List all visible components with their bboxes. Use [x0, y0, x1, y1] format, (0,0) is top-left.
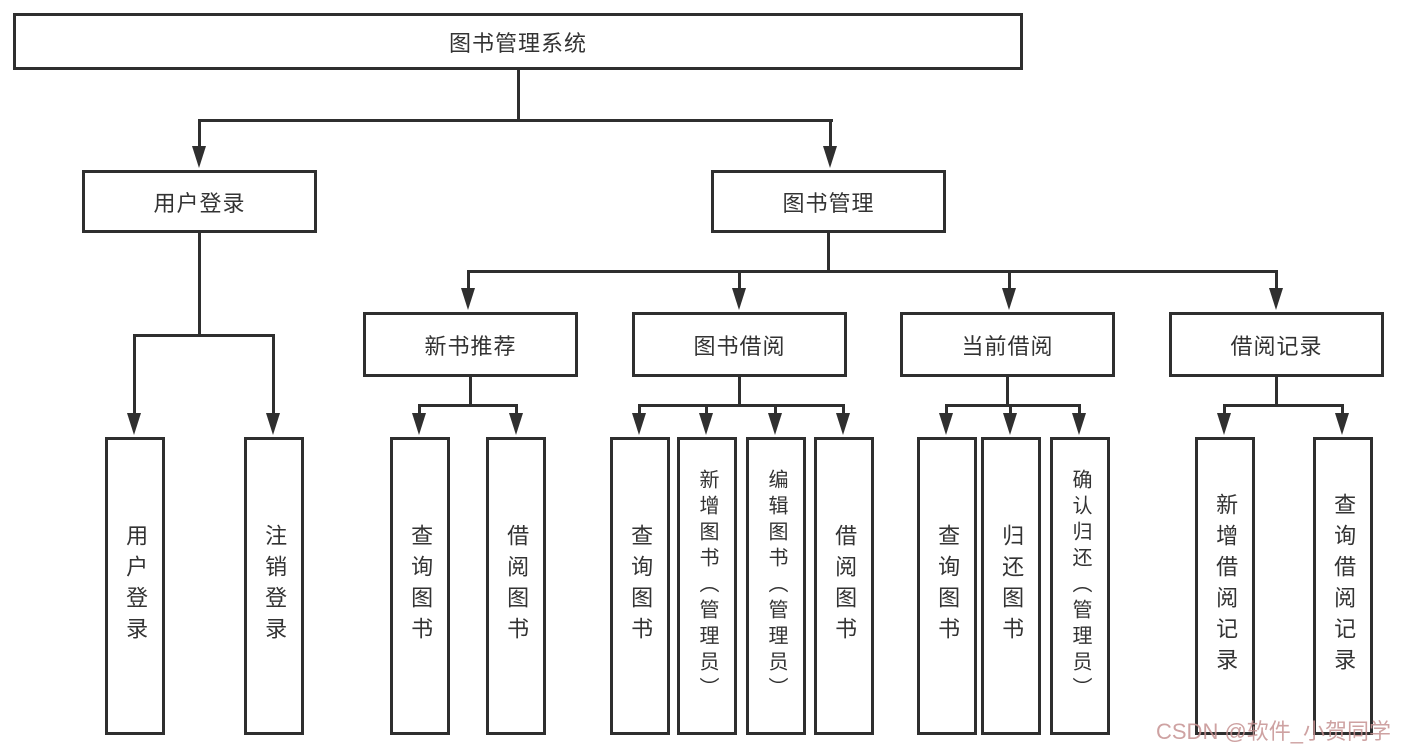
node-user-login: 用户登录: [82, 170, 317, 233]
connector-book-mgmt-arm-2: [738, 270, 741, 292]
arrowhead-icon: [412, 413, 426, 435]
connector-root-arm-left: [198, 119, 201, 150]
connector-records-arm-1: [1223, 404, 1226, 418]
connector-borrowing-stem: [738, 377, 741, 406]
connector-new-book-arm-1: [418, 404, 421, 418]
connector-borrowing-arm-1: [638, 404, 641, 418]
connector-book-mgmt-bar: [467, 270, 1278, 273]
leaf-query-borrow-record: 查询借阅记录: [1313, 437, 1373, 735]
connector-user-login-stem: [198, 233, 201, 336]
csdn-watermark: CSDN @软件_小贺同学: [1156, 719, 1392, 744]
leaf-confirm-return-admin: 确认归还（管理员）: [1050, 437, 1110, 735]
node-label: 图书管理系统: [448, 30, 587, 56]
node-label: 借阅记录: [1230, 333, 1323, 359]
node-borrowing-records: 借阅记录: [1169, 312, 1384, 377]
leaf-borrow-books-recommend: 借阅图书: [486, 437, 546, 735]
leaf-label: 确认归还（管理员）: [1069, 469, 1091, 703]
leaf-label: 查询图书: [628, 524, 654, 648]
arrowhead-icon: [1003, 413, 1017, 435]
arrowhead-icon: [939, 413, 953, 435]
leaf-label: 用户登录: [123, 524, 149, 648]
leaf-edit-books-admin: 编辑图书（管理员）: [746, 437, 806, 735]
connector-current-bar: [945, 404, 1080, 407]
connector-records-bar: [1223, 404, 1344, 407]
connector-borrowing-arm-3: [774, 404, 777, 418]
connector-current-stem: [1006, 377, 1009, 406]
arrowhead-icon: [509, 413, 523, 435]
connector-book-mgmt-arm-1: [467, 270, 470, 292]
leaf-label: 归还图书: [999, 524, 1025, 648]
leaf-query-books-recommend: 查询图书: [390, 437, 450, 735]
connector-user-login-bar: [133, 334, 274, 337]
leaf-label: 查询图书: [408, 524, 434, 648]
connector-current-arm-3: [1078, 404, 1081, 418]
connector-user-login-arm-2: [272, 334, 275, 416]
connector-records-stem: [1275, 377, 1278, 406]
node-label: 图书借阅: [693, 333, 786, 359]
connector-new-book-arm-2: [515, 404, 518, 418]
leaf-label: 借阅图书: [832, 524, 858, 648]
arrowhead-icon: [1217, 413, 1231, 435]
arrowhead-icon: [1335, 413, 1349, 435]
leaf-label: 查询图书: [935, 524, 961, 648]
arrowhead-icon: [823, 146, 837, 168]
connector-root-stem: [517, 70, 520, 121]
node-library-management-system: 图书管理系统: [13, 13, 1023, 70]
node-label: 当前借阅: [961, 333, 1054, 359]
arrowhead-icon: [192, 146, 206, 168]
node-label: 图书管理: [782, 190, 875, 216]
node-book-management: 图书管理: [711, 170, 946, 233]
leaf-borrow-books: 借阅图书: [814, 437, 874, 735]
connector-current-arm-2: [1009, 404, 1012, 418]
node-current-borrowing: 当前借阅: [900, 312, 1115, 377]
connector-borrowing-arm-4: [842, 404, 845, 418]
connector-book-mgmt-arm-3: [1008, 270, 1011, 292]
arrowhead-icon: [127, 413, 141, 435]
leaf-return-books: 归还图书: [981, 437, 1041, 735]
leaf-label: 新增借阅记录: [1213, 493, 1239, 679]
connector-records-arm-2: [1341, 404, 1344, 418]
node-label: 新书推荐: [424, 333, 517, 359]
connector-new-book-bar: [418, 404, 518, 407]
arrowhead-icon: [836, 413, 850, 435]
arrowhead-icon: [632, 413, 646, 435]
connector-new-book-stem: [469, 377, 472, 406]
arrowhead-icon: [1269, 288, 1283, 310]
leaf-query-books-borrowing: 查询图书: [610, 437, 670, 735]
leaf-label: 注销登录: [262, 524, 288, 648]
arrowhead-icon: [1002, 288, 1016, 310]
connector-book-mgmt-arm-4: [1275, 270, 1278, 292]
arrowhead-icon: [732, 288, 746, 310]
arrowhead-icon: [266, 413, 280, 435]
leaf-label: 查询借阅记录: [1331, 493, 1357, 679]
node-new-book-recommend: 新书推荐: [363, 312, 578, 377]
arrowhead-icon: [1072, 413, 1086, 435]
node-label: 用户登录: [153, 190, 246, 216]
leaf-label: 编辑图书（管理员）: [765, 469, 787, 703]
leaf-logout: 注销登录: [244, 437, 304, 735]
connector-current-arm-1: [945, 404, 948, 418]
connector-root-arm-right: [829, 119, 832, 150]
connector-book-mgmt-stem: [827, 233, 830, 272]
connector-borrowing-arm-2: [705, 404, 708, 418]
leaf-add-borrow-record: 新增借阅记录: [1195, 437, 1255, 735]
leaf-label: 新增图书（管理员）: [696, 469, 718, 703]
arrowhead-icon: [699, 413, 713, 435]
node-book-borrowing: 图书借阅: [632, 312, 847, 377]
leaf-query-books-current: 查询图书: [917, 437, 977, 735]
arrowhead-icon: [768, 413, 782, 435]
connector-root-bar: [198, 119, 833, 122]
leaf-add-books-admin: 新增图书（管理员）: [677, 437, 737, 735]
leaf-label: 借阅图书: [504, 524, 530, 648]
arrowhead-icon: [461, 288, 475, 310]
leaf-user-login: 用户登录: [105, 437, 165, 735]
connector-borrowing-bar: [638, 404, 845, 407]
connector-user-login-arm-1: [133, 334, 136, 416]
